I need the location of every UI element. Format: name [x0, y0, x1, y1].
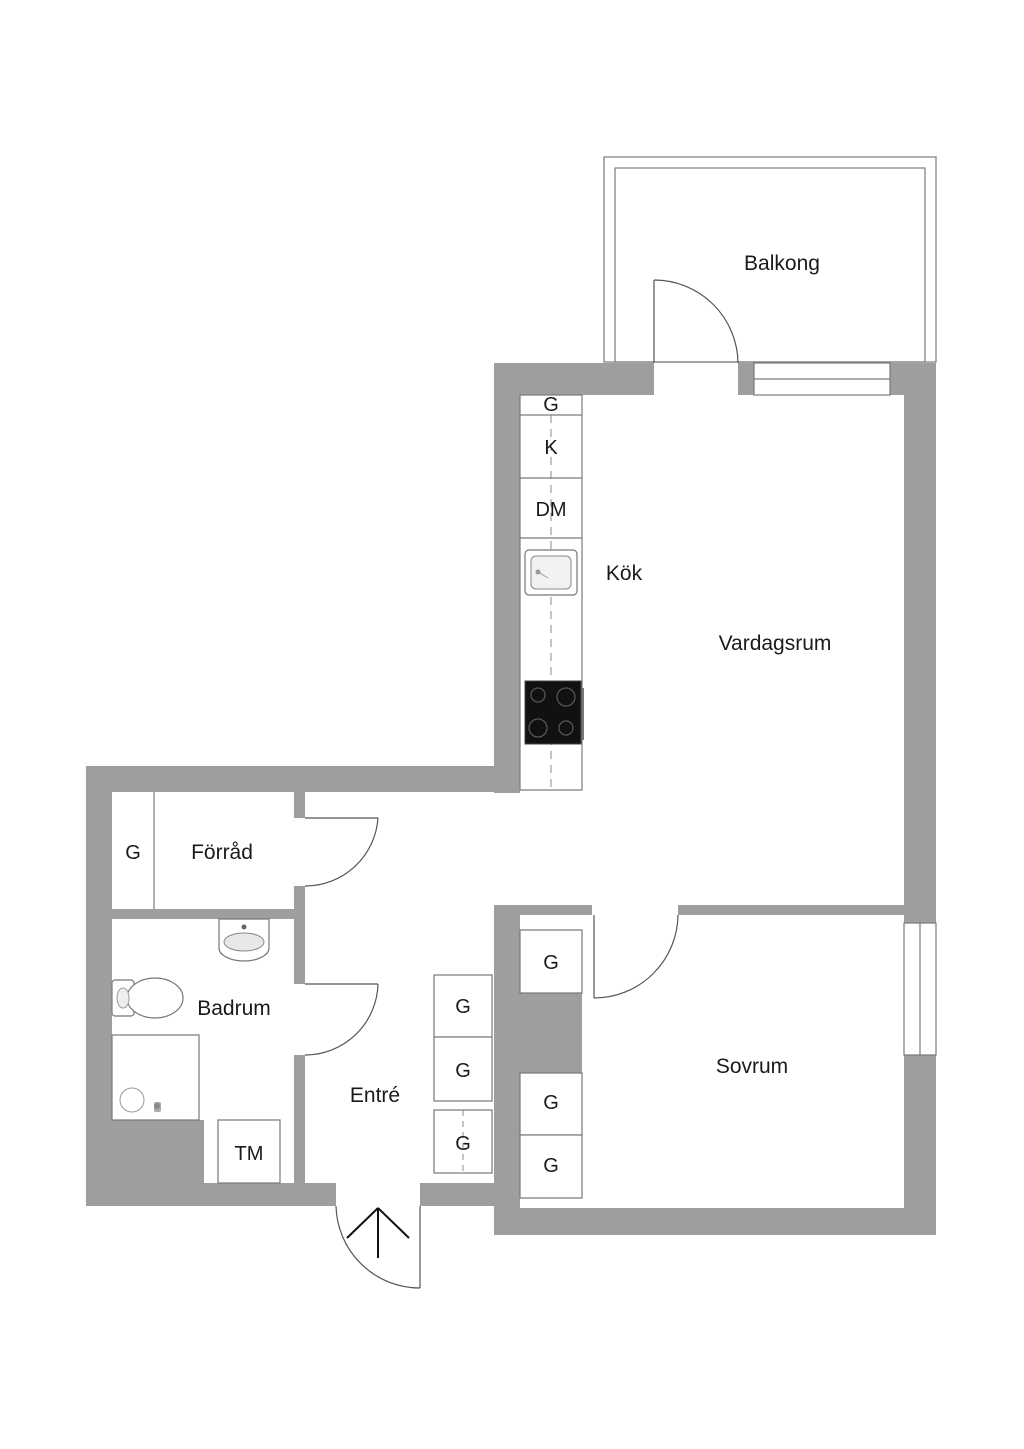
fixture-label-sovrum-g2: G	[543, 1092, 559, 1114]
walls	[86, 363, 936, 1235]
fixture-label-kitchen-dm: DM	[535, 499, 566, 521]
stove-icon	[524, 680, 584, 745]
bedroom-wardrobes	[519, 929, 583, 1199]
fixture-label-badrum-tm: TM	[235, 1143, 264, 1165]
room-label-badrum: Badrum	[197, 997, 271, 1020]
room-label-forrad: Förråd	[191, 841, 253, 864]
fixture-label-kitchen-g: G	[543, 394, 559, 416]
washbasin-icon	[218, 918, 270, 962]
windows	[753, 362, 937, 1056]
fixture-label-sovrum-g1: G	[543, 952, 559, 974]
room-label-balkong: Balkong	[744, 252, 820, 275]
fixture-label-sovrum-g3: G	[543, 1155, 559, 1177]
washing-machine-box	[217, 1119, 281, 1184]
fixture-label-forrad-g: G	[125, 842, 141, 864]
room-label-kok: Kök	[606, 562, 643, 585]
room-label-sovrum: Sovrum	[716, 1055, 788, 1078]
fixture-label-entre-g3: G	[455, 1133, 471, 1155]
doors	[304, 279, 739, 1289]
entrance-arrow-icon	[346, 1207, 410, 1258]
sink-icon	[524, 549, 578, 596]
fixture-label-entre-g2: G	[455, 1060, 471, 1082]
fixture-label-entre-g1: G	[455, 996, 471, 1018]
balcony-outline	[603, 156, 937, 363]
room-label-entre: Entré	[350, 1084, 400, 1107]
toilet-icon	[111, 977, 184, 1019]
entre-wardrobes	[433, 974, 493, 1174]
room-label-vardagsrum: Vardagsrum	[719, 632, 832, 655]
fixture-label-kitchen-k: K	[544, 437, 558, 459]
shower-area	[111, 1034, 200, 1121]
